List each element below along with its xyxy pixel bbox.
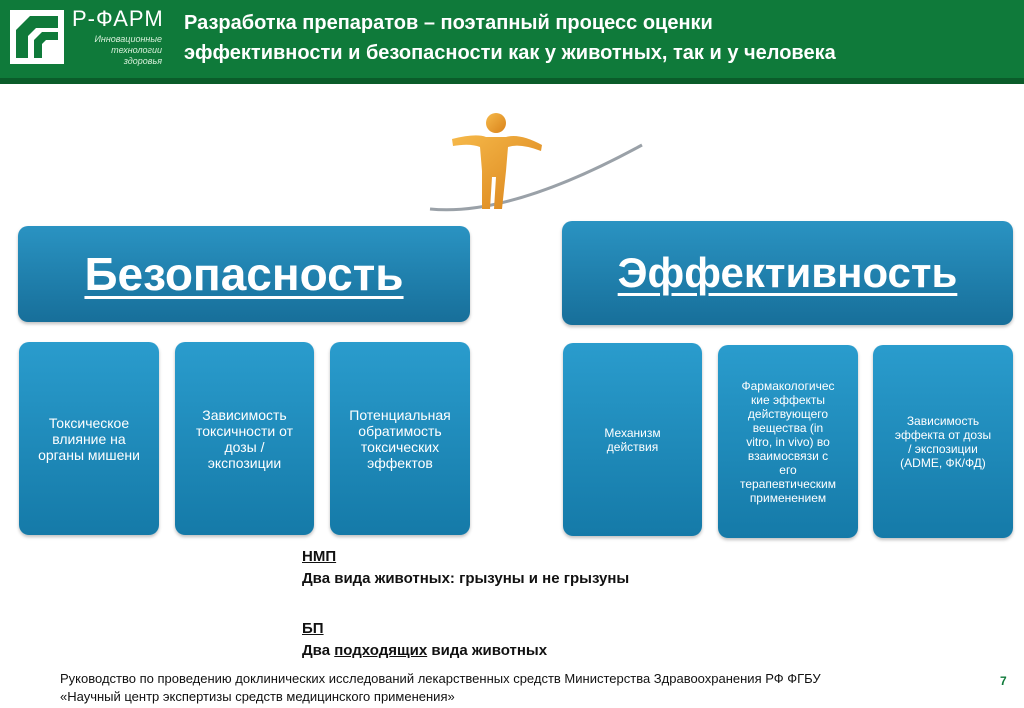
- efficacy-title: Эффективность: [617, 249, 958, 296]
- logo-tagline: Инновационные технологии здоровья: [94, 34, 162, 66]
- efficacy-card-text: Фармакологичес кие эффекты действующего …: [740, 378, 836, 505]
- efficacy-card-pharmacologic-effects: Фармакологичес кие эффекты действующего …: [718, 345, 858, 538]
- safety-title-box: Безопасность: [18, 226, 470, 322]
- figure-head: [486, 113, 506, 133]
- safety-card-text: Зависимость токсичности от дозы / экспоз…: [196, 406, 293, 471]
- header-bar: [0, 0, 1024, 78]
- efficacy-card-dose-effect: Зависимость эффекта от дозы / экспозиции…: [873, 345, 1013, 538]
- nmp-note: НМП Два вида животных: грызуны и не грыз…: [302, 546, 629, 590]
- page-title: Разработка препаратов – поэтапный процес…: [184, 8, 1004, 68]
- footer-reference: Руководство по проведению доклинических …: [60, 670, 960, 706]
- header-divider: [0, 78, 1024, 84]
- tightrope-walker-illustration: [429, 113, 643, 212]
- bp-label: БП: [302, 620, 324, 637]
- figure-body: [452, 135, 542, 209]
- title-line-1: Разработка препаратов – поэтапный процес…: [184, 12, 713, 34]
- nmp-label: НМП: [302, 548, 337, 565]
- safety-card-text: Токсическое влияние на органы мишени: [38, 414, 140, 463]
- safety-card-target-organs: Токсическое влияние на органы мишени: [19, 342, 159, 535]
- efficacy-card-text: Механизм действия: [604, 425, 661, 454]
- rope-line: [429, 143, 643, 212]
- efficacy-card-text: Зависимость эффекта от дозы / экспозиции…: [894, 413, 992, 470]
- title-line-2: эффективности и безопасности как у живот…: [184, 42, 836, 64]
- logo-mark-icon: [12, 12, 62, 62]
- safety-card-reversibility: Потенциальная обратимость токсических эф…: [330, 342, 470, 535]
- safety-card-text: Потенциальная обратимость токсических эф…: [349, 406, 451, 471]
- bp-text-underlined: подходящих: [334, 642, 428, 659]
- logo-name: Р-ФАРМ: [72, 6, 164, 31]
- safety-card-dose-toxicity: Зависимость токсичности от дозы / экспоз…: [175, 342, 314, 535]
- bp-note: БП Два подходящих вида животных: [302, 618, 547, 662]
- footer-line-2: «Научный центр экспертизы средств медици…: [60, 689, 455, 704]
- safety-title: Безопасность: [84, 248, 404, 300]
- efficacy-title-box: Эффективность: [562, 221, 1013, 325]
- page-number: 7: [1000, 674, 1007, 688]
- efficacy-card-mechanism: Механизм действия: [563, 343, 702, 536]
- bp-text-post: вида животных: [427, 642, 548, 659]
- company-logo: [8, 8, 66, 66]
- bp-text: Два подходящих вида животных: [302, 640, 547, 662]
- nmp-text: Два вида животных: грызуны и не грызуны: [302, 570, 630, 587]
- bp-text-pre: Два: [302, 642, 335, 659]
- footer-line-1: Руководство по проведению доклинических …: [60, 671, 821, 686]
